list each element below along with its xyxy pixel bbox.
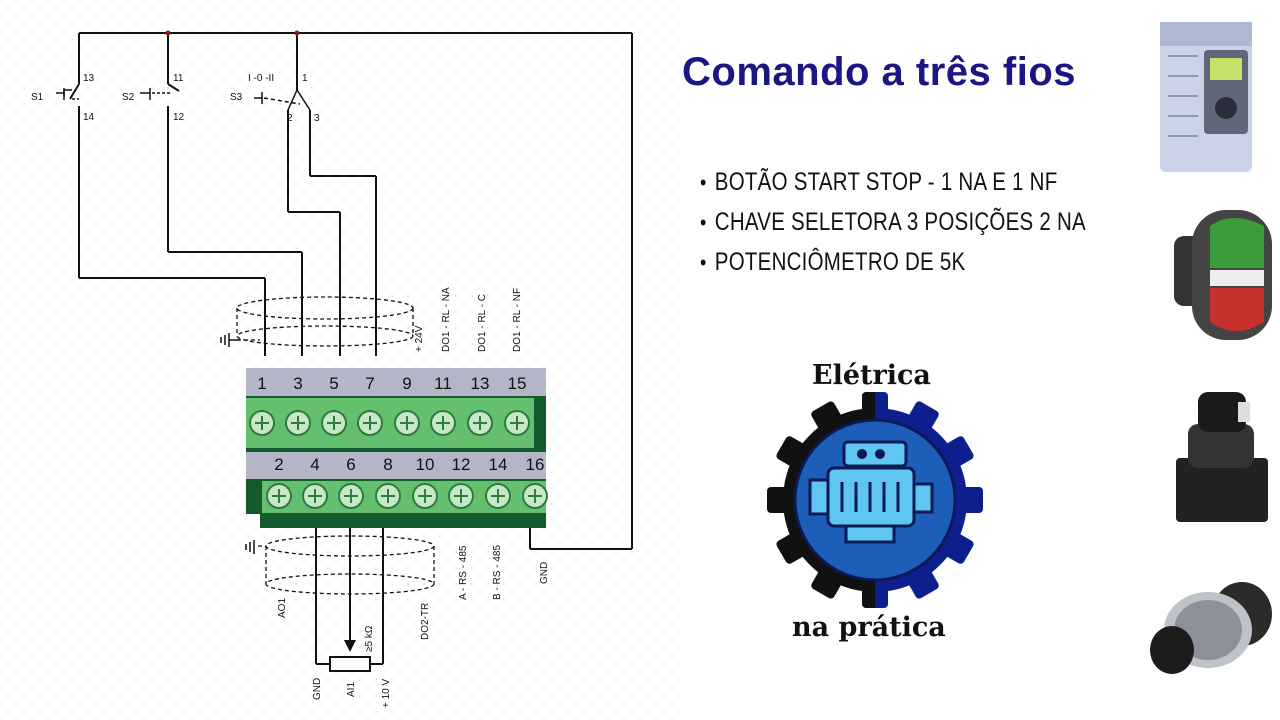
signal-24v: + 24V [414, 325, 425, 352]
s3-label: S3 [230, 92, 243, 103]
logo-top-text: Elétrica [812, 360, 931, 391]
s3-terminal-left: 2 [287, 113, 293, 124]
dotted-background [0, 0, 680, 720]
terminal-3: 3 [293, 374, 302, 393]
s3-terminal-top: 1 [302, 73, 308, 84]
terminal-9: 9 [402, 374, 411, 393]
signal-b-rs485: B - RS - 485 [492, 545, 503, 600]
signal-do1-na: DO1 - RL - NA [441, 287, 452, 352]
pot-pin-gnd: GND [312, 678, 323, 700]
list-item: Potenciômetro de 5K [700, 244, 1086, 284]
logo-bottom-text: na prática [792, 612, 946, 643]
potentiometer-photo [1150, 582, 1272, 674]
terminal-1: 1 [257, 374, 266, 393]
terminal-10: 10 [416, 455, 435, 474]
s2-terminal-bottom: 12 [173, 112, 185, 123]
wiring-diagram: S1 13 14 S2 11 12 S3 I -0 -II 1 2 3 + 24… [31, 30, 633, 708]
s3-positions: I -0 -II [248, 73, 274, 84]
signal-do1-nf: DO1 - RL - NF [512, 288, 523, 352]
terminal-12: 12 [452, 455, 471, 474]
terminal-7: 7 [365, 374, 374, 393]
ground-icon [220, 333, 240, 347]
terminal-15: 15 [508, 374, 527, 393]
terminal-2: 2 [274, 455, 283, 474]
terminal-13: 13 [471, 374, 490, 393]
s1-terminal-bottom: 14 [83, 112, 95, 123]
pot-pin-ai1: AI1 [346, 682, 357, 697]
s1-label: S1 [31, 92, 44, 103]
signal-do2-tr: DO2-TR [420, 603, 431, 640]
terminal-11: 11 [434, 374, 452, 393]
signal-a-rs485: A - RS - 485 [458, 545, 469, 600]
motor-gear-icon [767, 392, 983, 608]
selector-switch-photo [1176, 392, 1268, 522]
terminal-screws-top [249, 410, 530, 436]
s2-label: S2 [122, 92, 135, 103]
feature-list: Botão start stop - 1 NA e 1 NF Chave sel… [700, 164, 1171, 284]
list-item: Chave seletora 3 posições 2 NA [700, 204, 1086, 244]
page-title: Comando a três fios [682, 50, 1077, 94]
signal-ao1: AO1 [277, 598, 288, 618]
inverter-photo [1160, 22, 1252, 172]
list-item: Botão start stop - 1 NA e 1 NF [700, 164, 1086, 204]
signal-do1-c: DO1 - RL - C [477, 294, 488, 352]
pot-value: ≥5 kΩ [364, 625, 375, 652]
pot-pin-10v: + 10 V [381, 678, 392, 708]
terminal-8: 8 [383, 455, 392, 474]
s2-terminal-top: 11 [173, 73, 184, 84]
terminal-5: 5 [329, 374, 338, 393]
terminal-6: 6 [346, 455, 355, 474]
start-stop-button-photo [1174, 210, 1272, 340]
potentiometer-symbol [329, 656, 371, 672]
terminal-16: 16 [526, 455, 545, 474]
s1-terminal-top: 13 [83, 73, 95, 84]
terminal-4: 4 [310, 455, 319, 474]
terminal-screws-bottom [266, 483, 548, 509]
terminal-14: 14 [489, 455, 508, 474]
s3-terminal-right: 3 [314, 113, 320, 124]
signal-gnd: GND [539, 562, 550, 584]
